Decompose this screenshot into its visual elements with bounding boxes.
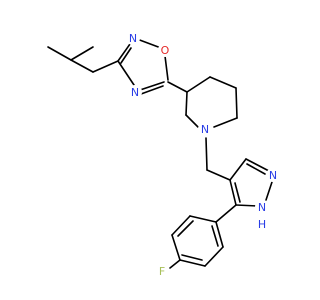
bond — [185, 114, 199, 128]
bond — [265, 181, 273, 201]
bond — [47, 46, 72, 61]
bond — [235, 87, 238, 119]
atom-label: N — [129, 32, 137, 45]
bond — [179, 259, 206, 267]
bond — [234, 182, 241, 203]
atom-n2-oxadiazole: N — [126, 31, 140, 45]
atom-oxygen-oxadiazole: O — [158, 43, 172, 57]
molecule-structure: O N N N N N H F — [47, 31, 280, 278]
bond — [189, 215, 217, 223]
bond — [209, 76, 237, 89]
atom-label: N — [201, 123, 209, 136]
bond — [70, 59, 94, 73]
bond — [211, 225, 219, 247]
bond — [215, 221, 224, 248]
bond — [186, 76, 211, 93]
bond — [215, 204, 237, 223]
bond — [136, 38, 162, 49]
atom-n-pyrazole: N — [266, 168, 280, 182]
bond — [92, 60, 119, 73]
bond — [117, 43, 131, 62]
bond — [169, 259, 181, 269]
atom-label: N — [258, 201, 266, 214]
bond — [164, 55, 169, 81]
bond — [185, 91, 188, 116]
bond — [235, 204, 259, 207]
molecule-canvas: O N N N N N H F — [47, 31, 280, 278]
bond — [167, 81, 188, 93]
bond — [177, 220, 194, 237]
bond — [246, 163, 266, 175]
bond — [206, 169, 231, 181]
bond — [181, 254, 203, 261]
bond — [245, 158, 270, 172]
atom-label: F — [159, 265, 165, 278]
atom-nh-pyrazole: N H — [255, 200, 269, 231]
atom-label: N — [269, 169, 277, 182]
bond — [229, 158, 247, 181]
atom-label-h: H — [258, 218, 266, 231]
bond — [171, 234, 181, 261]
atom-fluorine: F — [155, 264, 169, 278]
atom-n-piperidine: N — [198, 122, 212, 136]
atom-label: O — [161, 44, 170, 57]
bond — [140, 85, 164, 95]
bond — [117, 60, 135, 86]
bond — [70, 46, 94, 61]
bond — [171, 215, 191, 236]
bond — [204, 246, 224, 267]
atom-label: N — [131, 86, 139, 99]
bond — [213, 117, 238, 128]
atom-n4-oxadiazole: N — [128, 85, 142, 99]
bond — [229, 179, 237, 206]
bond — [120, 47, 132, 64]
bond — [205, 137, 208, 171]
bond — [139, 81, 165, 91]
